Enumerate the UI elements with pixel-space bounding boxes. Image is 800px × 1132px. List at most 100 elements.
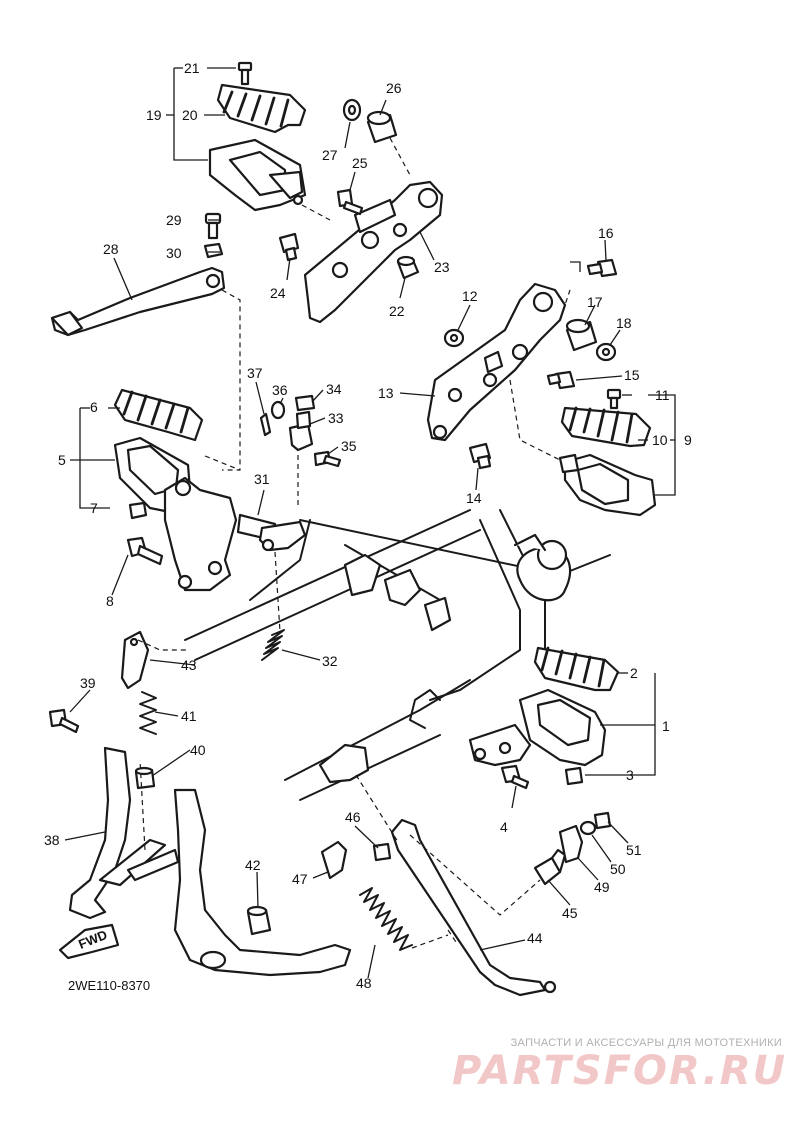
callout-2: 2 — [630, 665, 638, 681]
shift-pedal-28 — [50, 266, 226, 337]
bushing-27 — [342, 98, 362, 122]
bolt-35 — [313, 450, 342, 468]
callout-30: 30 — [166, 245, 182, 261]
washer-36 — [270, 400, 286, 420]
callout-9: 9 — [684, 432, 692, 448]
callout-23: 23 — [434, 259, 450, 275]
footrest-19 — [208, 138, 307, 212]
watermark-logo: PARTSFOR.RU — [452, 1048, 788, 1094]
callout-36: 36 — [272, 382, 288, 398]
callout-11: 11 — [655, 387, 670, 403]
footrest-9 — [558, 453, 657, 517]
callout-1: 1 — [662, 718, 670, 734]
callout-44: 44 — [527, 930, 543, 946]
callout-5: 5 — [58, 452, 66, 468]
footpeg-rubber-6 — [113, 388, 204, 442]
bolt-15 — [546, 370, 576, 390]
collar-40 — [134, 766, 156, 790]
callout-7: 7 — [90, 500, 98, 516]
bracket-43 — [120, 630, 150, 690]
collar-26 — [366, 110, 398, 144]
watermark-caption: ЗАПЧАСТИ И АКСЕССУАРЫ ДЛЯ МОТОТЕХНИКИ — [510, 1037, 782, 1049]
linkage-31 — [236, 513, 307, 552]
bracket-47 — [320, 840, 348, 880]
bolt-25 — [336, 188, 364, 216]
callout-41: 41 — [181, 708, 197, 724]
frame-brackets — [318, 533, 572, 784]
callout-32: 32 — [322, 653, 338, 669]
spring-48 — [359, 887, 413, 951]
bolt-8 — [126, 536, 164, 566]
callout-19: 19 — [146, 107, 162, 123]
joint-33 — [288, 410, 314, 452]
callout-47: 47 — [292, 871, 308, 887]
callout-6: 6 — [90, 399, 98, 415]
switch-45 — [533, 848, 567, 886]
callout-40: 40 — [190, 742, 206, 758]
bracket-23 — [303, 180, 444, 324]
callout-13: 13 — [378, 385, 394, 401]
callout-3: 3 — [626, 767, 634, 783]
callout-10: 10 — [652, 432, 668, 448]
callout-33: 33 — [328, 410, 344, 426]
bolt-7 — [128, 501, 148, 520]
pin-37 — [259, 412, 272, 437]
footpeg-rubber-10 — [560, 406, 652, 448]
callout-34: 34 — [326, 381, 342, 397]
leader-lines — [64, 67, 676, 979]
callout-28: 28 — [103, 241, 119, 257]
damper-22 — [396, 255, 420, 280]
callout-22: 22 — [389, 303, 405, 319]
collar-17 — [565, 318, 598, 352]
stopper-42 — [246, 905, 272, 936]
bracket-13 — [426, 282, 567, 442]
fwd-arrow-icon: FWD — [58, 923, 120, 960]
nut-34 — [294, 394, 316, 412]
callout-12: 12 — [462, 288, 478, 304]
bushing-18 — [595, 342, 617, 362]
bolt-4 — [500, 764, 530, 790]
damper-12 — [443, 328, 465, 348]
callout-21: 21 — [184, 60, 200, 76]
callout-20: 20 — [182, 107, 198, 123]
bracket-49 — [558, 824, 584, 864]
footpeg-rubber-2 — [533, 646, 620, 692]
callout-16: 16 — [598, 225, 614, 241]
callout-48: 48 — [356, 975, 372, 991]
dashed-reference-lines — [137, 137, 571, 949]
bracket-left — [163, 476, 238, 592]
callout-43: 43 — [181, 657, 197, 673]
nut-30 — [203, 242, 224, 259]
screw-21 — [237, 61, 253, 86]
footrest-1 — [468, 688, 607, 767]
callout-8: 8 — [106, 593, 114, 609]
bolt-24 — [278, 232, 300, 262]
center-stand-38 — [68, 746, 352, 977]
callout-51: 51 — [626, 842, 642, 858]
callout-50: 50 — [610, 861, 626, 877]
callout-37: 37 — [247, 365, 263, 381]
spring-41 — [139, 691, 157, 735]
callout-42: 42 — [245, 857, 261, 873]
callout-39: 39 — [80, 675, 96, 691]
nut-3 — [564, 766, 584, 786]
washer-50 — [579, 820, 597, 836]
bolt-14 — [468, 442, 492, 470]
callout-14: 14 — [466, 490, 482, 506]
callout-45: 45 — [562, 905, 578, 921]
callout-49: 49 — [594, 879, 610, 895]
bolt-29 — [204, 212, 222, 240]
bolt-16 — [586, 258, 618, 278]
callout-35: 35 — [341, 438, 357, 454]
callout-4: 4 — [500, 819, 508, 835]
bolt-39 — [48, 708, 80, 734]
callout-46: 46 — [345, 809, 361, 825]
callout-31: 31 — [254, 471, 270, 487]
callout-numbers: 21 19 20 26 27 25 23 24 22 29 30 28 6 5 … — [44, 60, 692, 991]
callout-27: 27 — [322, 147, 338, 163]
callout-25: 25 — [352, 155, 368, 171]
side-stand-44 — [390, 818, 557, 997]
callout-17: 17 — [587, 294, 603, 310]
